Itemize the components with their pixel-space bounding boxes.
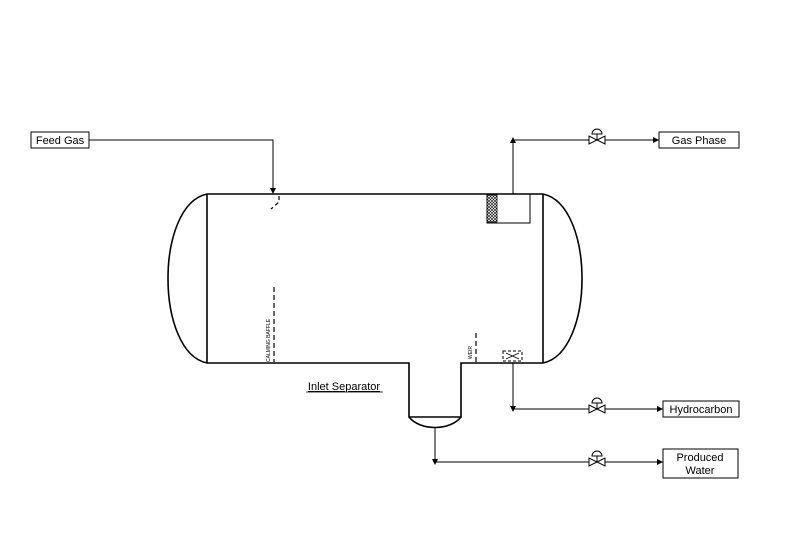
piping (89, 139, 663, 463)
feed-gas-box: Feed Gas (30, 131, 90, 149)
arrowheads (270, 137, 663, 465)
gas-outlet-line (512, 139, 659, 194)
hydrocarbon-label: Hydrocarbon (670, 404, 733, 416)
feed-gas-label: Feed Gas (36, 135, 85, 147)
hydrocarbon-control-valve[interactable] (588, 397, 606, 414)
right-head (542, 193, 583, 364)
feed-arrow (270, 188, 276, 194)
water-boot-bottom (408, 416, 462, 429)
water-line (434, 428, 663, 463)
hydrocarbon-arrow (510, 406, 516, 412)
produced-water-label-line2: Water (686, 465, 715, 477)
inlet-diverter (270, 196, 280, 210)
gas-control-valve[interactable] (588, 128, 606, 145)
water-control-valve[interactable] (588, 450, 606, 467)
weir-label: WEIR (468, 346, 474, 359)
water-arrow (432, 459, 438, 465)
internals (270, 193, 531, 362)
gas-phase-label: Gas Phase (672, 135, 726, 147)
produced-water-box: Produced Water (662, 448, 739, 479)
gas-arrow (510, 137, 516, 143)
hydrocarbon-line (512, 363, 663, 410)
mist-eliminator-mesh (486, 194, 498, 223)
vortex-breaker (502, 350, 523, 362)
vessel-name: Inlet Separator (308, 381, 380, 393)
produced-water-label-line1: Produced (676, 452, 723, 464)
left-head (167, 193, 208, 364)
hydrocarbon-box: Hydrocarbon (662, 400, 740, 418)
calming-baffle-label: CALMING BAFFLE (266, 318, 272, 362)
feed-gas-line (89, 139, 274, 190)
gas-phase-box: Gas Phase (658, 131, 740, 149)
